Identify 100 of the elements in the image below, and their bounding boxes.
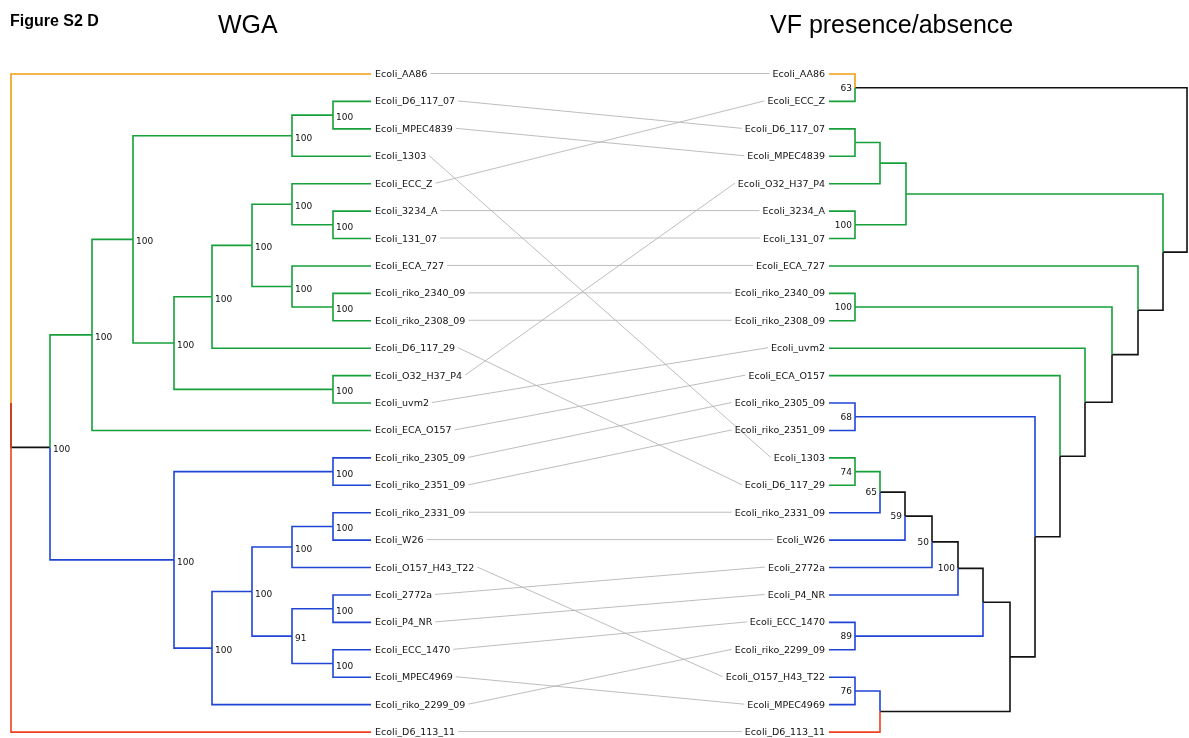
bootstrap-value: 100 bbox=[215, 645, 233, 656]
taxon-label: Ecoli_D6_113_11 bbox=[744, 726, 825, 738]
taxon-label: Ecoli_MPEC4839 bbox=[375, 122, 453, 134]
taxon-label: Ecoli_riko_2308_09 bbox=[734, 314, 825, 326]
connector-line bbox=[467, 402, 733, 458]
taxon-label: Ecoli_riko_2351_09 bbox=[734, 424, 825, 436]
bootstrap-value: 74 bbox=[840, 466, 852, 477]
taxon-label: Ecoli_AA86 bbox=[772, 68, 825, 79]
bootstrap-value: 100 bbox=[215, 293, 233, 304]
bootstrap-value: 100 bbox=[336, 660, 354, 671]
connector-line bbox=[476, 566, 724, 678]
taxon-label: Ecoli_ECA_727 bbox=[755, 259, 825, 271]
bootstrap-value: 100 bbox=[336, 221, 354, 232]
connector-line bbox=[467, 648, 733, 705]
bootstrap-value: 100 bbox=[177, 340, 195, 351]
taxon-label: Ecoli_D6_117_29 bbox=[375, 342, 456, 354]
connector-line bbox=[467, 292, 733, 294]
connector-line bbox=[457, 731, 743, 733]
bootstrap-value: 100 bbox=[295, 544, 313, 554]
bootstrap-value: 100 bbox=[53, 444, 71, 455]
taxon-label: Ecoli_ECA_O157 bbox=[748, 369, 825, 381]
bootstrap-value: 100 bbox=[295, 132, 313, 143]
taxon-label: Ecoli_W26 bbox=[375, 534, 424, 546]
taxon-label: Ecoli_131_07 bbox=[762, 232, 825, 244]
taxon-label: Ecoli_O157_H43_T22 bbox=[375, 561, 475, 573]
taxon-label: Ecoli_riko_2331_09 bbox=[734, 506, 825, 518]
connector-line bbox=[452, 621, 748, 650]
connector-line bbox=[440, 210, 760, 212]
taxon-label: Ecoli_MPEC4969 bbox=[747, 698, 825, 710]
bootstrap-value: 100 bbox=[336, 112, 354, 123]
taxon-label: Ecoli_ECA_727 bbox=[375, 259, 445, 271]
connector-line bbox=[455, 127, 745, 157]
connector-line bbox=[429, 73, 771, 74]
bootstrap-value: 100 bbox=[336, 386, 354, 397]
taxon-label: Ecoli_riko_2308_09 bbox=[375, 314, 466, 326]
bootstrap-value: 91 bbox=[295, 633, 307, 644]
bootstrap-value: 100 bbox=[177, 556, 195, 567]
taxon-label: Ecoli_W26 bbox=[776, 534, 825, 546]
connector-line bbox=[434, 566, 766, 595]
taxon-label: Ecoli_1303 bbox=[773, 451, 825, 463]
taxon-label: Ecoli_riko_2340_09 bbox=[734, 287, 825, 299]
bootstrap-value: 100 bbox=[295, 283, 313, 294]
taxon-label: Ecoli_riko_2351_09 bbox=[375, 479, 466, 491]
bootstrap-value: 100 bbox=[937, 563, 955, 574]
taxon-label: Ecoli_D6_117_07 bbox=[375, 95, 456, 107]
connector-line bbox=[428, 155, 772, 458]
taxon-label: Ecoli_MPEC4969 bbox=[375, 671, 453, 683]
bootstrap-value: 100 bbox=[255, 242, 273, 253]
figure-title: Figure S2 D bbox=[10, 12, 99, 30]
bootstrap-value: 89 bbox=[840, 631, 852, 642]
bootstrap-value: 65 bbox=[865, 487, 877, 498]
taxon-label: Ecoli_O32_H37_P4 bbox=[375, 369, 463, 381]
taxon-label: Ecoli_uvm2 bbox=[375, 397, 429, 409]
taxon-label: Ecoli_3234_A bbox=[762, 205, 825, 217]
bootstrap-value: 100 bbox=[336, 523, 354, 534]
connector-line bbox=[434, 594, 766, 623]
taxon-label: Ecoli_AA86 bbox=[375, 68, 428, 79]
taxon-label: Ecoli_ECA_O157 bbox=[375, 424, 452, 436]
connector-line bbox=[435, 100, 765, 184]
connector-line bbox=[457, 347, 743, 486]
taxon-label: Ecoli_riko_2299_09 bbox=[375, 698, 466, 710]
taxon-label: Ecoli_D6_113_11 bbox=[375, 726, 456, 738]
connector-line bbox=[464, 182, 736, 376]
taxon-label: Ecoli_uvm2 bbox=[771, 342, 825, 354]
taxon-label: Ecoli_P4_NR bbox=[375, 616, 433, 628]
taxon-label: Ecoli_2772a bbox=[767, 561, 825, 573]
connector-line bbox=[457, 100, 743, 129]
connector-line bbox=[467, 319, 733, 321]
connector-line bbox=[455, 676, 745, 705]
taxon-label: Ecoli_1303 bbox=[375, 150, 427, 162]
bootstrap-value: 100 bbox=[834, 302, 852, 313]
taxon-label: Ecoli_riko_2305_09 bbox=[375, 451, 466, 463]
taxon-label: Ecoli_ECC_Z bbox=[375, 177, 433, 189]
taxon-label: Ecoli_D6_117_07 bbox=[744, 122, 825, 134]
taxon-label: Ecoli_ECC_1470 bbox=[375, 643, 451, 655]
taxon-label: Ecoli_riko_2299_09 bbox=[734, 643, 825, 655]
taxon-label: Ecoli_riko_2340_09 bbox=[375, 287, 466, 299]
taxon-label: Ecoli_ECC_1470 bbox=[749, 616, 825, 628]
connector-line bbox=[467, 429, 733, 486]
bootstrap-value: 63 bbox=[840, 82, 852, 93]
bootstrap-value: 100 bbox=[255, 588, 273, 599]
taxon-label: Ecoli_riko_2305_09 bbox=[734, 397, 825, 409]
bootstrap-value: 76 bbox=[840, 685, 852, 696]
taxon-label: Ecoli_3234_A bbox=[375, 205, 438, 217]
bootstrap-value: 100 bbox=[95, 331, 113, 342]
taxon-label: Ecoli_P4_NR bbox=[767, 588, 825, 600]
bootstrap-value: 100 bbox=[336, 304, 354, 315]
bootstrap-value: 68 bbox=[840, 411, 852, 422]
bootstrap-value: 100 bbox=[834, 219, 852, 230]
taxon-label: Ecoli_2772a bbox=[375, 588, 433, 600]
bootstrap-value: 59 bbox=[890, 511, 902, 522]
panel-heading: WGA bbox=[218, 10, 278, 39]
connector-line bbox=[446, 265, 754, 266]
taxon-label: Ecoli_D6_117_29 bbox=[744, 479, 825, 491]
taxon-label: Ecoli_131_07 bbox=[375, 232, 438, 244]
bootstrap-value: 100 bbox=[295, 201, 313, 212]
connector-line bbox=[426, 539, 774, 541]
connector-line bbox=[439, 237, 761, 239]
bootstrap-value: 50 bbox=[917, 536, 929, 547]
taxon-label: Ecoli_MPEC4839 bbox=[747, 150, 825, 162]
